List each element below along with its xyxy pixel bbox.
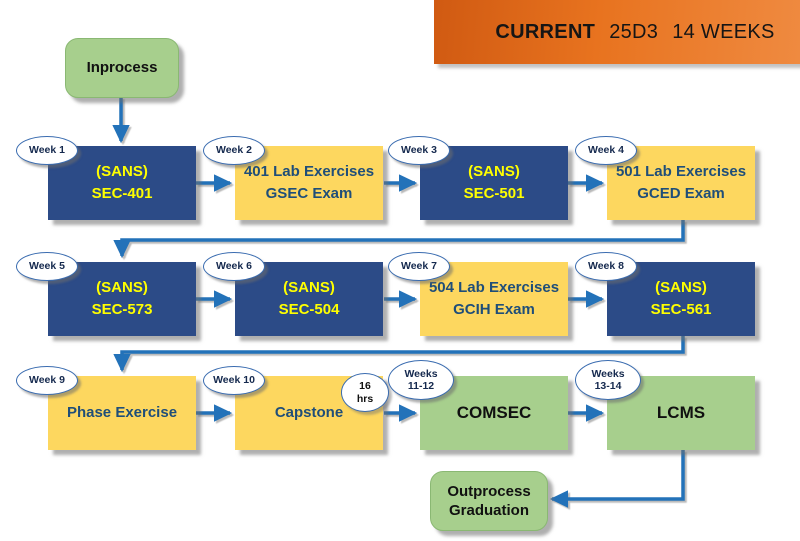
box-line-1: COMSEC (456, 402, 532, 422)
box-line-2: SEC-401 (91, 185, 153, 202)
outprocess-line-1: Outprocess (447, 482, 531, 500)
badge-label-2: 11-12 (407, 380, 435, 392)
week-8-badge: Week 8 (575, 252, 637, 281)
node-gced-exam: Week 4 501 Lab Exercises GCED Exam (575, 136, 755, 220)
node-gcih-exam: Week 7 504 Lab Exercises GCIH Exam (388, 252, 568, 336)
weeks-11-12-badge: Weeks 11-12 (388, 360, 454, 400)
badge-label: Week 7 (401, 260, 437, 273)
node-sec-401: Week 1 (SANS) SEC-401 (16, 136, 196, 220)
badge-label: Week 2 (216, 144, 252, 157)
node-phase-exercise: Week 9 Phase Exercise (16, 366, 196, 450)
week-5-badge: Week 5 (16, 252, 78, 281)
box-line-1: (SANS) (655, 279, 707, 297)
badge-label: Week 9 (29, 374, 65, 387)
week-9-badge: Week 9 (16, 366, 78, 395)
badge-label: Week 4 (588, 144, 624, 157)
badge-label: Week 8 (588, 260, 624, 273)
badge-label: Week 10 (213, 374, 255, 387)
hours-badge: 16 hrs (341, 373, 389, 412)
box-line-1: (SANS) (468, 163, 520, 181)
badge-label: Week 1 (29, 144, 65, 157)
banner-cycle: 25D3 (609, 20, 659, 43)
inprocess-label: Inprocess (86, 59, 158, 77)
week-10-badge: Week 10 (203, 366, 265, 395)
node-capstone: Week 10 16 hrs Capstone (203, 366, 389, 450)
arrow-lcms-to-outprocess (549, 450, 685, 508)
box-line-1: (SANS) (96, 163, 148, 181)
badge-label: Weeks (591, 367, 625, 380)
box-line-2: SEC-501 (463, 185, 525, 202)
week-6-badge: Week 6 (203, 252, 265, 281)
weeks-13-14-badge: Weeks 13-14 (575, 360, 641, 400)
node-sec-573: Week 5 (SANS) SEC-573 (16, 252, 196, 336)
box-line-2: SEC-561 (650, 301, 712, 318)
week-2-badge: Week 2 (203, 136, 265, 165)
box-line-2: GCED Exam (637, 185, 725, 202)
box-line-1: (SANS) (283, 279, 335, 297)
week-3-badge: Week 3 (388, 136, 450, 165)
arrow-sec561-to-phase (113, 336, 685, 373)
hours-unit: hrs (356, 392, 374, 405)
node-lcms: Weeks 13-14 LCMS (575, 360, 755, 450)
box-line-1: LCMS (656, 402, 706, 422)
course-box: (SANS) SEC-501 (420, 146, 568, 220)
week-1-badge: Week 1 (16, 136, 78, 165)
badge-label: Week 3 (401, 144, 437, 157)
banner-duration: 14 WEEKS (672, 20, 775, 43)
box-line-1: 501 Lab Exercises (615, 163, 747, 181)
box-line-2: GCIH Exam (453, 301, 535, 318)
box-line-1: Phase Exercise (66, 404, 178, 422)
week-4-badge: Week 4 (575, 136, 637, 165)
hours-value: 16 (359, 380, 371, 393)
node-sec-504: Week 6 (SANS) SEC-504 (203, 252, 383, 336)
arrow-gced-to-sec573 (113, 220, 685, 259)
badge-label: Week 5 (29, 260, 65, 273)
current-cycle-banner: CURRENT 25D3 14 WEEKS (434, 0, 800, 64)
week-7-badge: Week 7 (388, 252, 450, 281)
box-line-1: 401 Lab Exercises (243, 163, 375, 181)
badge-label: Weeks (404, 367, 438, 380)
node-outprocess-graduation: Outprocess Graduation (430, 471, 548, 531)
box-line-1: Capstone (274, 404, 344, 422)
box-line-2: SEC-573 (91, 301, 153, 318)
node-gsec-exam: Week 2 401 Lab Exercises GSEC Exam (203, 136, 383, 220)
node-comsec: Weeks 11-12 COMSEC (388, 360, 568, 450)
badge-label: Week 6 (216, 260, 252, 273)
box-line-1: 504 Lab Exercises (428, 279, 560, 297)
outprocess-line-2: Graduation (448, 502, 529, 519)
node-inprocess: Inprocess (65, 38, 179, 98)
node-sec-501: Week 3 (SANS) SEC-501 (388, 136, 568, 220)
badge-label-2: 13-14 (594, 380, 622, 392)
box-line-2: SEC-504 (278, 301, 340, 318)
node-sec-561: Week 8 (SANS) SEC-561 (575, 252, 755, 336)
box-line-1: (SANS) (96, 279, 148, 297)
banner-program-label: CURRENT (495, 20, 596, 43)
box-line-2: GSEC Exam (265, 185, 353, 202)
